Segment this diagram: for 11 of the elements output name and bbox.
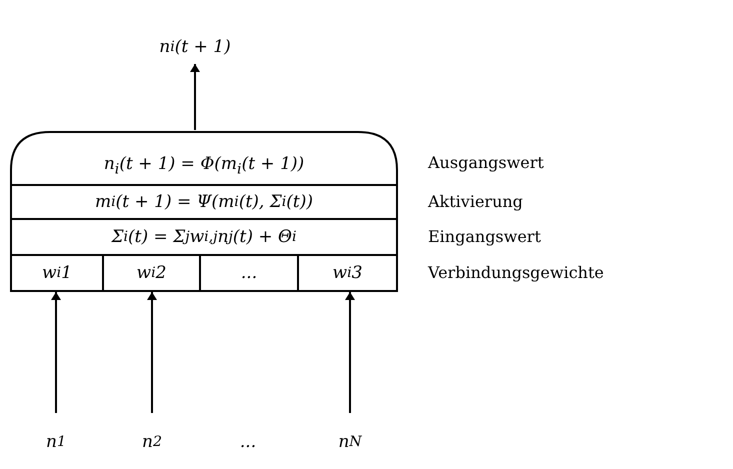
arrow [190,64,200,130]
row-caption: Ausgangswert [428,153,544,172]
row-caption: Aktivierung [428,192,523,211]
row-caption: Eingangswert [428,227,541,246]
variable-label: ... [228,425,268,459]
weight-cell: ... [201,256,299,292]
arrow [51,292,61,413]
arrow [147,292,157,413]
formula-row: n$_{i}$(t + 1) = Φ(m$_{i}$(t + 1)) [10,130,398,186]
arrow [345,292,355,413]
row-caption: Verbindungsgewichte [428,263,604,282]
